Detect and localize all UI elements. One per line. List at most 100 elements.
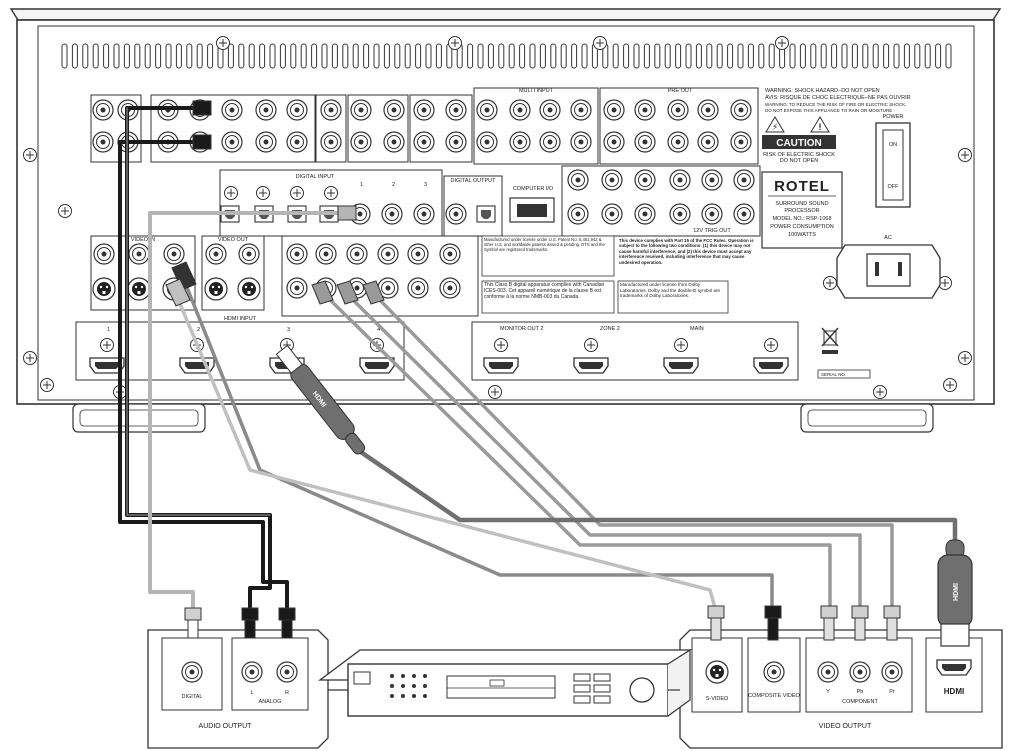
rca-jack[interactable] bbox=[567, 169, 589, 191]
player-button[interactable] bbox=[401, 674, 405, 678]
rca-jack[interactable] bbox=[92, 99, 114, 121]
rca-jack[interactable] bbox=[320, 99, 342, 121]
rca-jack[interactable] bbox=[286, 243, 308, 265]
player-button[interactable] bbox=[390, 694, 394, 698]
rca-jack[interactable] bbox=[730, 99, 752, 121]
composite-out-jack[interactable] bbox=[763, 661, 785, 683]
rca-jack[interactable] bbox=[315, 243, 337, 265]
rca-jack[interactable] bbox=[730, 131, 752, 153]
rca-jack[interactable] bbox=[669, 203, 691, 225]
rca-jack[interactable] bbox=[570, 99, 592, 121]
rca-jack[interactable] bbox=[476, 99, 498, 121]
component-pb-jack[interactable] bbox=[849, 661, 871, 683]
svideo-in-jack[interactable] bbox=[127, 277, 151, 301]
volume-knob[interactable] bbox=[629, 677, 655, 703]
rca-jack[interactable] bbox=[255, 99, 277, 121]
rca-jack[interactable] bbox=[669, 169, 691, 191]
transport-button[interactable] bbox=[573, 695, 591, 704]
rca-jack[interactable] bbox=[377, 243, 399, 265]
svideo-out-jack[interactable] bbox=[204, 277, 228, 301]
rca-jack[interactable] bbox=[509, 131, 531, 153]
rca-jack[interactable] bbox=[476, 131, 498, 153]
rca-jack[interactable] bbox=[697, 131, 719, 153]
player-buttons[interactable] bbox=[390, 674, 427, 698]
rca-jack[interactable] bbox=[286, 131, 308, 153]
video-out-jack[interactable] bbox=[238, 243, 260, 265]
rca-jack[interactable] bbox=[697, 99, 719, 121]
rca-jack[interactable] bbox=[407, 243, 429, 265]
rca-jack[interactable] bbox=[601, 169, 623, 191]
hdmi-out-jack-player[interactable] bbox=[936, 659, 972, 676]
rca-jack[interactable] bbox=[445, 131, 467, 153]
rca-jack[interactable] bbox=[350, 131, 372, 153]
rca-jack[interactable] bbox=[383, 99, 405, 121]
player-button[interactable] bbox=[390, 684, 394, 688]
rca-jack[interactable] bbox=[413, 131, 435, 153]
rca-jack[interactable] bbox=[570, 131, 592, 153]
transport-button[interactable] bbox=[593, 684, 611, 693]
rca-jack[interactable] bbox=[221, 131, 243, 153]
player-button[interactable] bbox=[401, 694, 405, 698]
coax-output[interactable] bbox=[445, 203, 467, 225]
rca-jack[interactable] bbox=[439, 277, 461, 299]
digital-out-jack[interactable] bbox=[181, 661, 203, 683]
video-out-jack[interactable] bbox=[205, 243, 227, 265]
component-pr-jack[interactable] bbox=[881, 661, 903, 683]
rca-jack[interactable] bbox=[320, 131, 342, 153]
rca-jack[interactable] bbox=[350, 99, 372, 121]
player-button[interactable] bbox=[423, 674, 427, 678]
rca-jack[interactable] bbox=[286, 277, 308, 299]
rca-jack[interactable] bbox=[701, 169, 723, 191]
rca-jack[interactable] bbox=[413, 99, 435, 121]
transport-button[interactable] bbox=[593, 695, 611, 704]
rca-jack[interactable] bbox=[567, 203, 589, 225]
rca-jack[interactable] bbox=[439, 243, 461, 265]
video-in-jack[interactable] bbox=[128, 243, 150, 265]
player-button[interactable] bbox=[423, 684, 427, 688]
transport-button[interactable] bbox=[593, 673, 611, 682]
coax-input-2[interactable] bbox=[381, 203, 403, 225]
rca-jack[interactable] bbox=[634, 131, 656, 153]
rca-jack[interactable] bbox=[346, 243, 368, 265]
power-switch[interactable] bbox=[882, 129, 904, 201]
analog-out-right-jack[interactable] bbox=[276, 661, 298, 683]
rca-jack[interactable] bbox=[634, 203, 656, 225]
rca-jack[interactable] bbox=[539, 131, 561, 153]
coax-input-3[interactable] bbox=[413, 203, 435, 225]
rca-jack[interactable] bbox=[667, 99, 689, 121]
disc-tray[interactable] bbox=[446, 675, 556, 699]
transport-button[interactable] bbox=[573, 673, 591, 682]
player-button[interactable] bbox=[412, 694, 416, 698]
hdmi-output-4[interactable] bbox=[753, 357, 789, 374]
video-in-jack[interactable] bbox=[93, 243, 115, 265]
svideo-out-jack[interactable] bbox=[237, 277, 261, 301]
rca-jack[interactable] bbox=[445, 99, 467, 121]
rca-jack[interactable] bbox=[733, 169, 755, 191]
player-button[interactable] bbox=[412, 674, 416, 678]
hdmi-output-1[interactable] bbox=[483, 357, 519, 374]
video-in-jack[interactable] bbox=[163, 243, 185, 265]
rca-jack[interactable] bbox=[509, 99, 531, 121]
hdmi-input-4[interactable] bbox=[359, 357, 395, 374]
transport-button[interactable] bbox=[573, 684, 591, 693]
rca-jack[interactable] bbox=[407, 277, 429, 299]
rca-jack[interactable] bbox=[601, 203, 623, 225]
player-button[interactable] bbox=[412, 684, 416, 688]
player-button[interactable] bbox=[401, 684, 405, 688]
rca-jack[interactable] bbox=[92, 131, 114, 153]
player-button[interactable] bbox=[423, 694, 427, 698]
rca-jack[interactable] bbox=[603, 131, 625, 153]
rca-jack[interactable] bbox=[701, 203, 723, 225]
rca-jack[interactable] bbox=[634, 169, 656, 191]
rca-jack[interactable] bbox=[255, 131, 277, 153]
svideo-out-jack-player[interactable] bbox=[705, 660, 729, 684]
hdmi-output-2[interactable] bbox=[573, 357, 609, 374]
rca-jack[interactable] bbox=[603, 99, 625, 121]
rca-jack[interactable] bbox=[383, 131, 405, 153]
component-y-jack[interactable] bbox=[817, 661, 839, 683]
svideo-in-jack[interactable] bbox=[92, 277, 116, 301]
transport-buttons[interactable] bbox=[573, 673, 611, 704]
rca-jack[interactable] bbox=[733, 203, 755, 225]
rca-jack[interactable] bbox=[667, 131, 689, 153]
optical-output[interactable] bbox=[476, 205, 496, 223]
